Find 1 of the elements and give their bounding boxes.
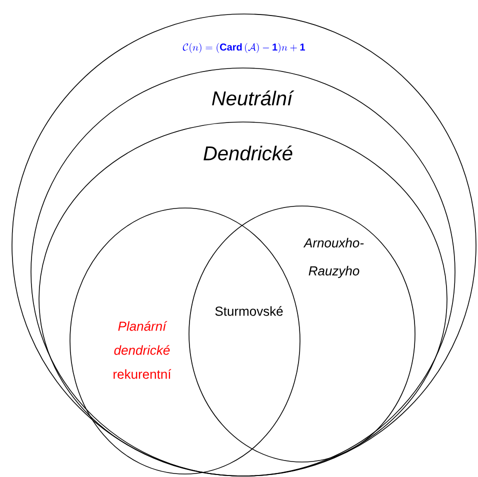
set-label: Sturmovské	[215, 306, 283, 316]
